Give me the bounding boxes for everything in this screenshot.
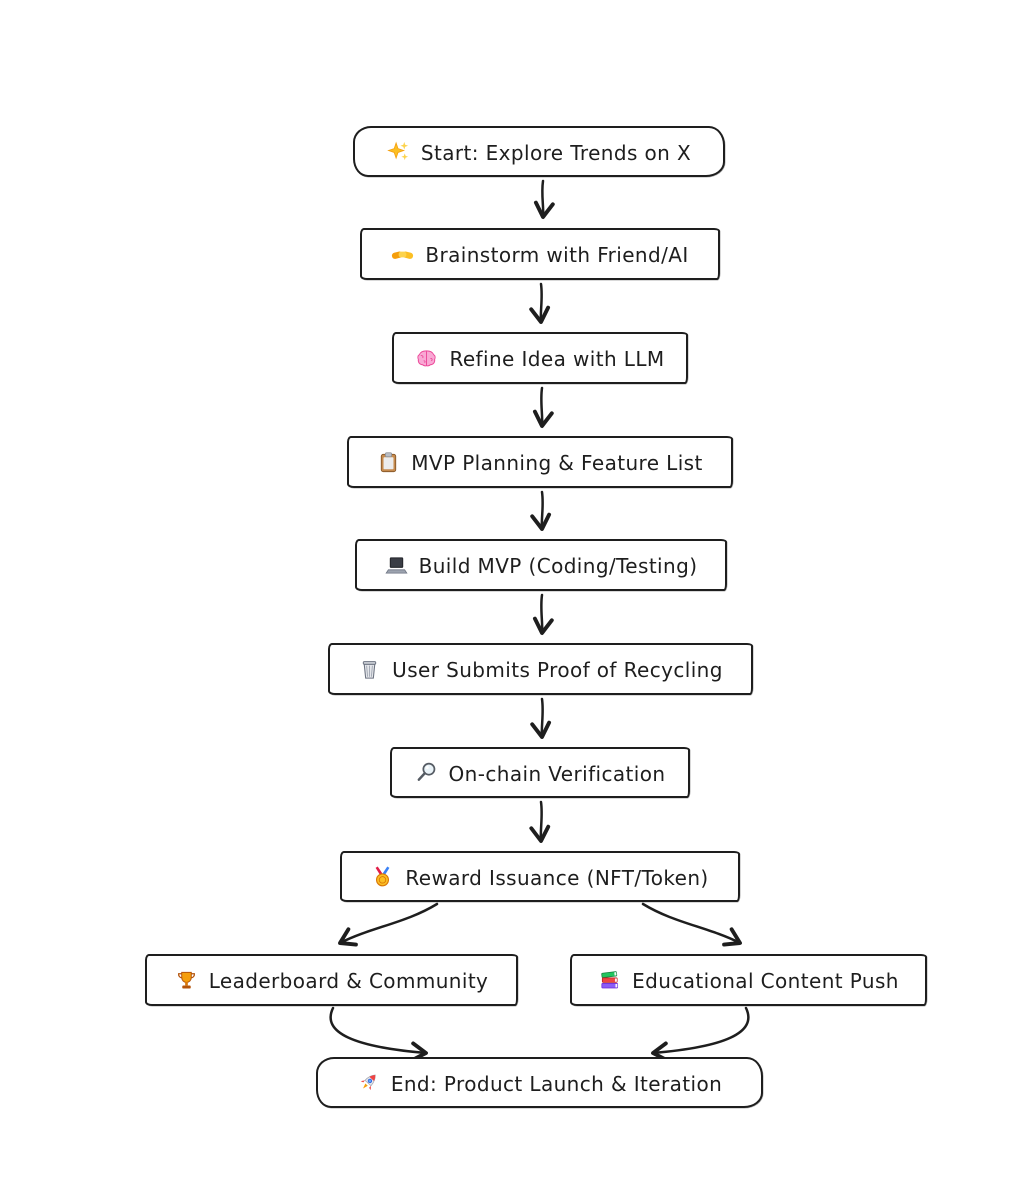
edge-verification-reward — [529, 800, 551, 843]
edge-start-brainstorm — [533, 179, 555, 219]
laptop-icon — [385, 554, 408, 577]
trophy-icon — [175, 969, 198, 992]
edge-reward-leaderboard — [338, 902, 439, 947]
flow-node-label: Build MVP (Coding/Testing) — [418, 554, 698, 578]
edge-submit-verification — [530, 697, 552, 739]
edge-education-end — [651, 1006, 750, 1063]
flow-node-end: End: Product Launch & Iteration — [316, 1057, 763, 1108]
medal-icon — [371, 865, 394, 888]
flow-node-label: Leaderboard & Community — [208, 969, 489, 993]
flow-node-label: Reward Issuance (NFT/Token) — [405, 865, 709, 890]
flow-node-submit-proof: User Submits Proof of Recycling — [328, 643, 753, 695]
flow-node-leaderboard: Leaderboard & Community — [145, 954, 518, 1006]
edge-mvp-build — [530, 490, 552, 531]
edge-reward-education — [641, 902, 742, 947]
flow-node-brainstorm: Brainstorm with Friend/AI — [360, 228, 720, 280]
edge-leaderboard-end — [329, 1006, 428, 1063]
edge-build-submit — [532, 593, 554, 635]
edge-brainstorm-refine — [529, 282, 551, 324]
clipboard-icon — [377, 451, 400, 474]
sparkles-icon — [387, 140, 410, 163]
edge-refine-mvp — [532, 386, 554, 428]
flow-node-verification: On-chain Verification — [390, 747, 690, 798]
books-icon — [598, 969, 621, 992]
flow-node-start: Start: Explore Trends on X — [353, 126, 725, 177]
rocket-icon — [357, 1071, 380, 1094]
wastebasket-icon — [358, 658, 381, 681]
flow-node-label: User Submits Proof of Recycling — [392, 658, 723, 682]
flow-node-build-mvp: Build MVP (Coding/Testing) — [355, 539, 727, 591]
flow-node-label: Educational Content Push — [632, 969, 899, 993]
flow-node-label: On-chain Verification — [448, 761, 666, 786]
magnifier-icon — [415, 761, 438, 784]
flow-node-refine: Refine Idea with LLM — [392, 332, 688, 384]
flow-node-label: Start: Explore Trends on X — [420, 140, 692, 165]
flow-node-label: MVP Planning & Feature List — [411, 451, 703, 475]
flow-node-label: Brainstorm with Friend/AI — [425, 243, 689, 267]
flow-node-education: Educational Content Push — [570, 954, 927, 1006]
handshake-icon — [391, 243, 414, 266]
flow-node-mvp-planning: MVP Planning & Feature List — [347, 436, 733, 488]
flow-node-reward: Reward Issuance (NFT/Token) — [340, 851, 740, 902]
flow-node-label: Refine Idea with LLM — [449, 347, 665, 371]
brain-icon — [415, 347, 438, 370]
flow-node-label: End: Product Launch & Iteration — [390, 1071, 723, 1096]
